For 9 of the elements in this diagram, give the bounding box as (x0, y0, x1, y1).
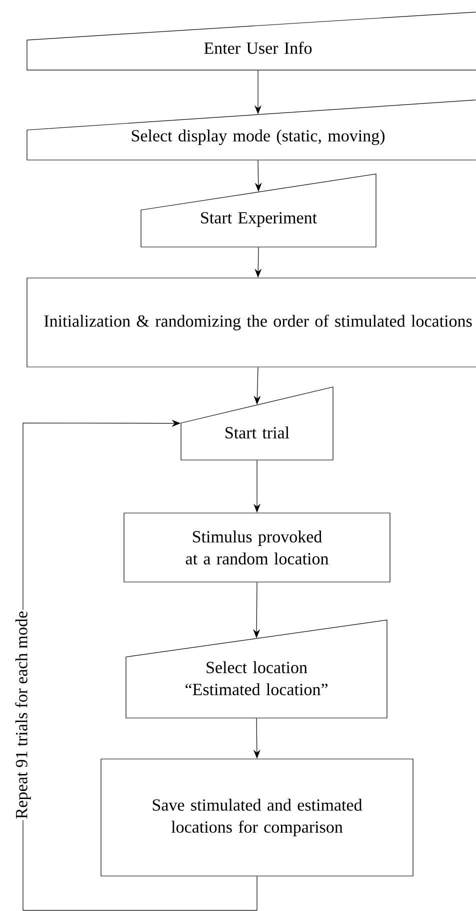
manual-input-box: Select display mode (static, moving) (26, 98, 476, 160)
manual-input-box: Start Experiment (140, 174, 376, 248)
process-box: Save stimulated and estimated locations for comparison (100, 758, 414, 876)
process-box: Initialization & randomizing the order of stimulated locations (26, 278, 476, 368)
manual-input-box: Enter User Info (26, 10, 476, 70)
manual-input-box: Select location “Estimated location” (126, 620, 388, 718)
edge-label: Repeat 91 trials for each mode (14, 610, 32, 820)
manual-input-box: Start trial (180, 386, 334, 460)
process-box: Stimulus provoked at a random location (124, 512, 390, 582)
